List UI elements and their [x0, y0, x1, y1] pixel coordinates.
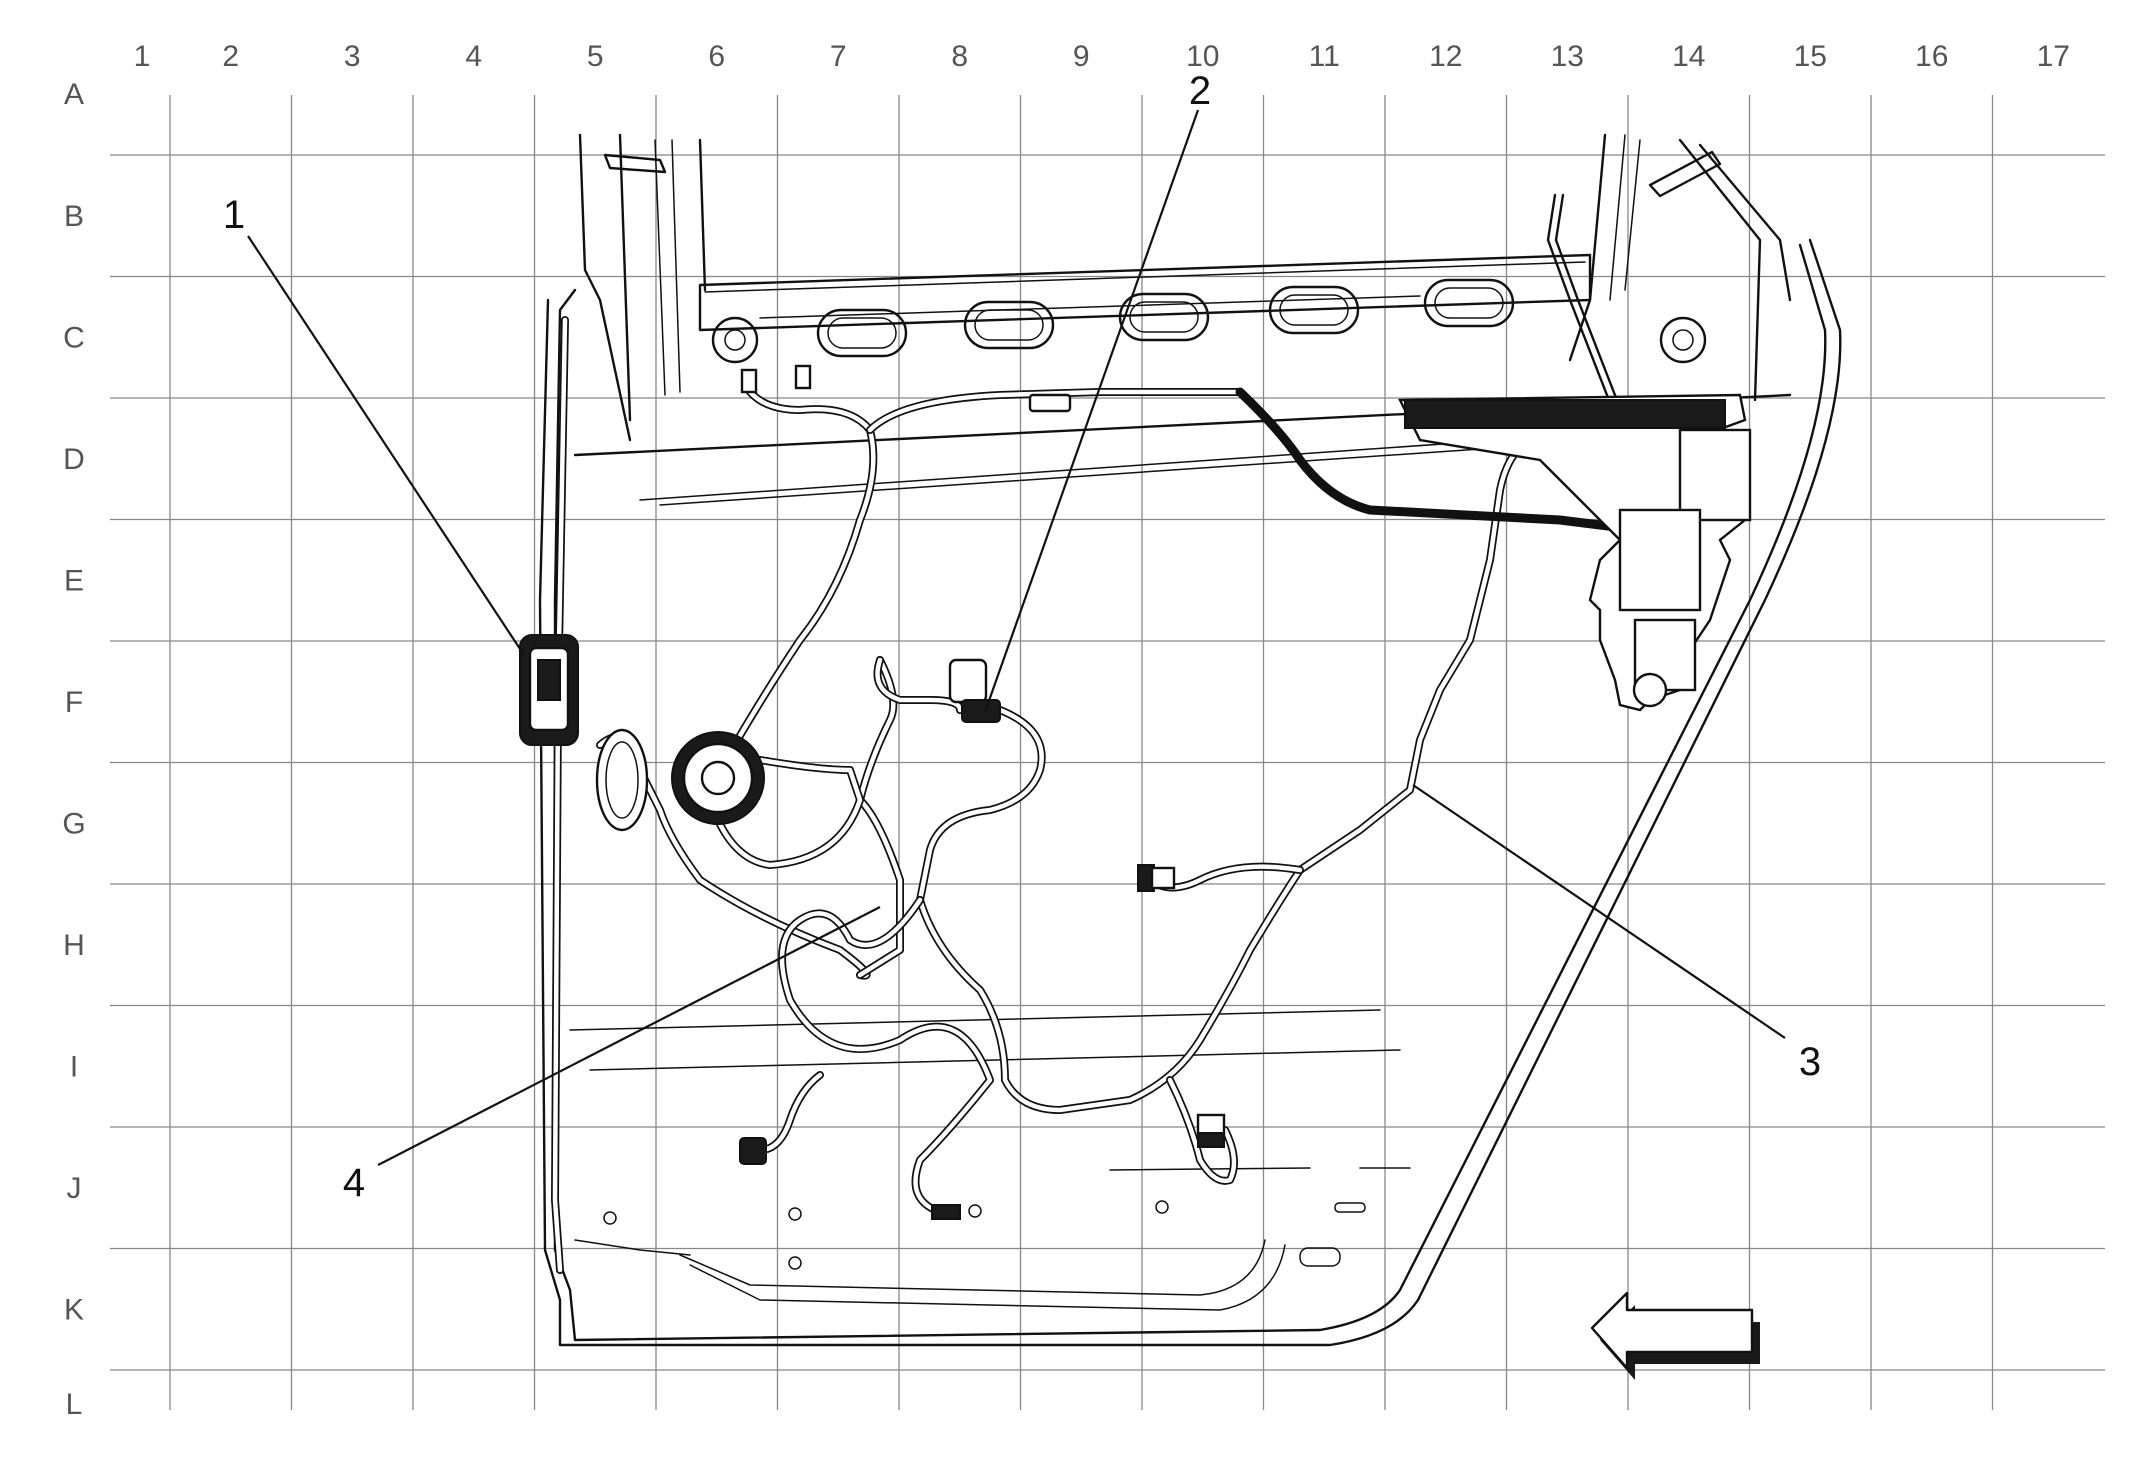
column-label: 8 [951, 40, 968, 73]
row-label: B [64, 200, 84, 233]
row-label: J [67, 1172, 82, 1205]
connector-d8 [1028, 393, 1072, 413]
row-label: I [70, 1050, 78, 1083]
column-label: 3 [344, 40, 361, 73]
row-label: H [63, 929, 85, 962]
column-label: 11 [1309, 40, 1340, 73]
row-label: F [65, 686, 83, 719]
door-latch-assembly [1398, 393, 1752, 712]
column-label: 4 [465, 40, 482, 73]
row-label: G [62, 807, 85, 840]
row-label: L [66, 1388, 83, 1421]
reference-grid [110, 95, 2105, 1410]
connector-d6 [740, 364, 812, 394]
column-label: 14 [1672, 40, 1705, 73]
connector-j8 [931, 1204, 961, 1220]
left-arrow-icon [1590, 1291, 1760, 1380]
row-label: D [63, 443, 85, 476]
row-label: E [64, 564, 84, 597]
connector-j6 [739, 1137, 767, 1165]
row-label: K [64, 1293, 84, 1326]
connector-j10 [1196, 1113, 1226, 1148]
callout-4: 4 [343, 1161, 365, 1205]
column-label: 12 [1429, 40, 1462, 73]
column-label: 1 [134, 40, 151, 73]
column-label: 6 [708, 40, 725, 73]
row-label: C [63, 321, 85, 354]
column-label: 17 [2037, 40, 2070, 73]
column-label: 15 [1794, 40, 1827, 73]
callout-2: 2 [1189, 69, 1211, 113]
column-label: 7 [830, 40, 847, 73]
door-panel [538, 133, 1842, 1347]
column-label: 10 [1186, 40, 1219, 73]
column-label: 9 [1073, 40, 1090, 73]
harness-clip [595, 728, 649, 832]
connector-h10 [1137, 864, 1176, 892]
column-label: 5 [587, 40, 604, 73]
column-label: 16 [1915, 40, 1948, 73]
connector-2 [948, 658, 1001, 723]
callout-labels: 1 2 3 4 [223, 69, 1821, 1205]
connector-1 [519, 634, 579, 746]
row-label: A [64, 78, 84, 111]
row-labels: A B C D E F G H I J K L [62, 78, 85, 1421]
callout-3: 3 [1799, 1040, 1821, 1084]
column-label: 2 [222, 40, 239, 73]
column-label: 13 [1551, 40, 1584, 73]
callout-1: 1 [223, 193, 245, 237]
grommet [671, 731, 765, 825]
leader-lines [247, 109, 1786, 1166]
